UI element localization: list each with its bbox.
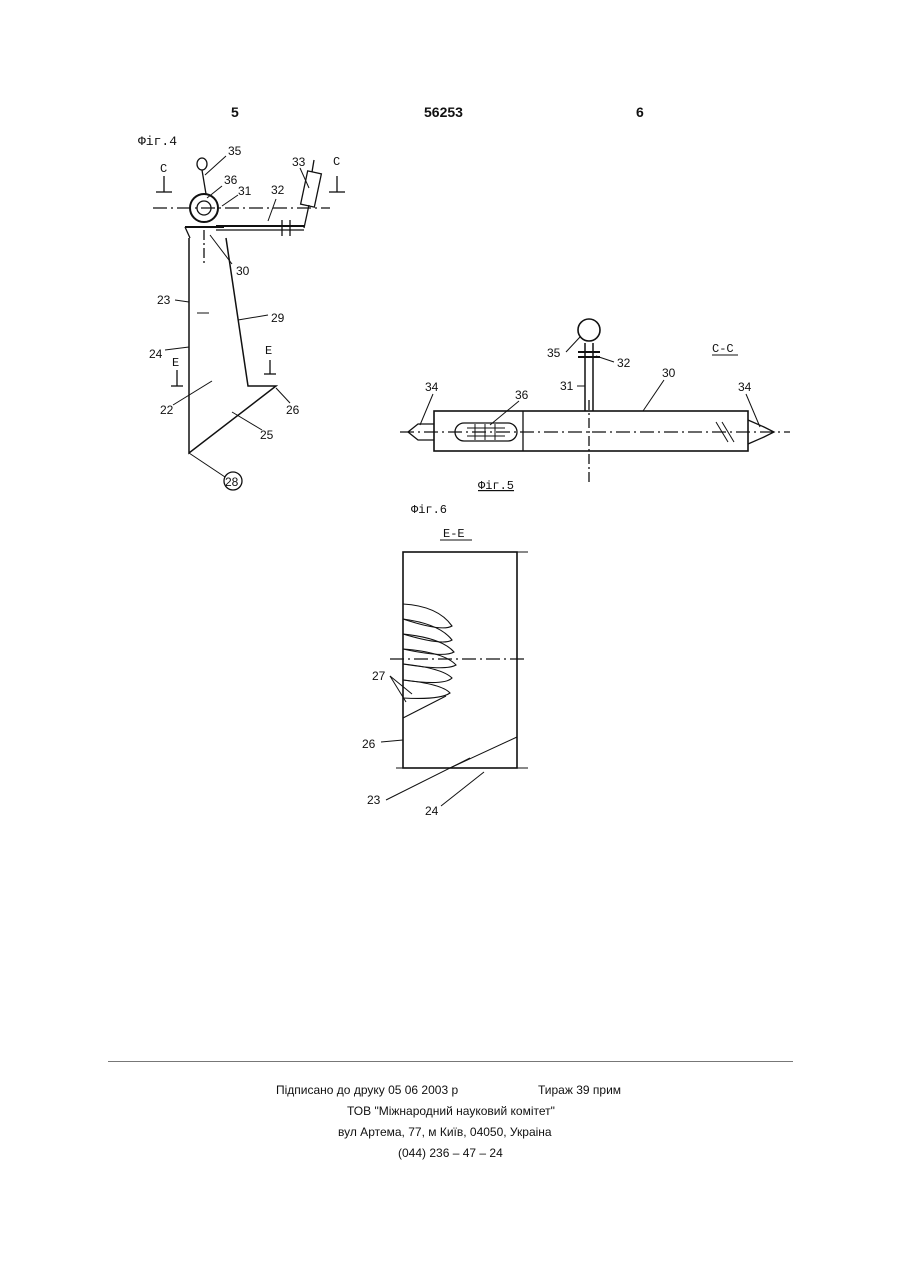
fig4-label-33: 33 bbox=[292, 155, 306, 169]
fig4-label-30: 30 bbox=[236, 264, 250, 278]
fig6-caption: Фіг.6 bbox=[411, 503, 447, 517]
fig4-label-26: 26 bbox=[286, 403, 300, 417]
footer-divider bbox=[108, 1061, 793, 1062]
fig6-section-title: Е-Е bbox=[443, 527, 465, 541]
fig4-label-29: 29 bbox=[271, 311, 285, 325]
fig5-label-30: 30 bbox=[662, 366, 676, 380]
fig6-label-27: 27 bbox=[372, 669, 386, 683]
fig5-label-35: 35 bbox=[547, 346, 561, 360]
fig5-caption: Фіг.5 bbox=[478, 479, 514, 493]
fig6-label-23: 23 bbox=[367, 793, 381, 807]
fig5-label-36: 36 bbox=[515, 388, 529, 402]
fig4-label-35: 35 bbox=[228, 144, 242, 158]
fig5-label-34-right: 34 bbox=[738, 380, 752, 394]
fig4-caption: Фіг.4 bbox=[138, 134, 177, 149]
fig4-label-23: 23 bbox=[157, 293, 171, 307]
fig4-label-28: 28 bbox=[225, 475, 239, 489]
footer-address: вул Артема, 77, м Київ, 04050, Украіна bbox=[338, 1125, 552, 1139]
fig4-section-c-right: С bbox=[333, 155, 340, 169]
fig4-label-31: 31 bbox=[238, 184, 252, 198]
fig4-section-e-left: Е bbox=[172, 356, 179, 370]
fig4-label-24: 24 bbox=[149, 347, 163, 361]
fig6-drawing bbox=[381, 540, 528, 806]
fig6-label-24: 24 bbox=[425, 804, 439, 818]
fig6-label-26: 26 bbox=[362, 737, 376, 751]
fig4-section-e-right: Е bbox=[265, 344, 272, 358]
footer-signed: Підписано до друку 05 06 2003 р bbox=[276, 1083, 458, 1097]
fig4-label-25: 25 bbox=[260, 428, 274, 442]
fig4-label-22: 22 bbox=[160, 403, 174, 417]
fig5-label-31: 31 bbox=[560, 379, 574, 393]
fig4-label-36: 36 bbox=[224, 173, 238, 187]
footer-publisher: ТОВ "Міжнародний науковий комітет" bbox=[347, 1104, 555, 1118]
fig5-label-34-left: 34 bbox=[425, 380, 439, 394]
fig4-label-32: 32 bbox=[271, 183, 285, 197]
fig4-drawing bbox=[153, 156, 345, 490]
fig5-section-title: С-С bbox=[712, 342, 734, 356]
footer-circulation: Тираж 39 прим bbox=[538, 1083, 621, 1097]
fig4-section-c-left: С bbox=[160, 162, 167, 176]
fig5-label-32: 32 bbox=[617, 356, 631, 370]
footer-phone: (044) 236 – 47 – 24 bbox=[398, 1146, 503, 1160]
